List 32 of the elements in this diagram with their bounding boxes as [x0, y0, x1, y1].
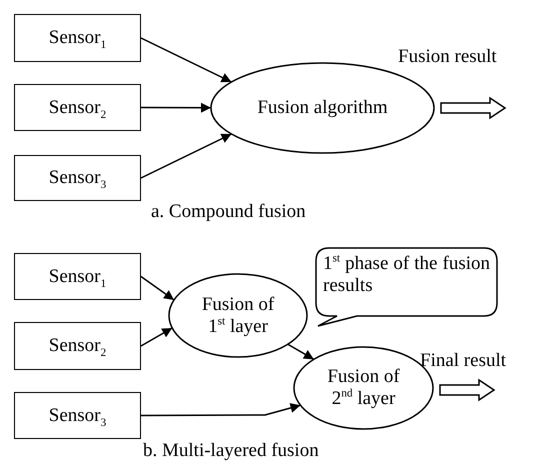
- edge-label: Final result: [420, 350, 506, 372]
- sensor-label: Sensor$_{1}$: [48, 27, 106, 49]
- sensor-label: Sensor$_{1}$: [48, 266, 106, 288]
- node-label: Fusion of 2$^{nd}$ layer: [326, 366, 401, 410]
- arrow: [141, 403, 301, 416]
- sensor-box: [14, 155, 141, 201]
- sensor-label: Sensor$_{3}$: [48, 167, 106, 189]
- sensor-label: Sensor$_{3}$: [48, 404, 106, 426]
- edge-label: Fusion result: [398, 46, 497, 68]
- caption: b. Multi-layered fusion: [143, 440, 319, 462]
- sensor-box: [14, 253, 141, 300]
- arrow: [140, 37, 232, 83]
- arrow: [140, 276, 174, 301]
- sensor-label: Sensor$_{2}$: [48, 96, 106, 118]
- callout-text: 1$^{st}$ phase of the fusion results: [323, 253, 490, 297]
- sensor-label: Sensor$_{2}$: [48, 335, 106, 357]
- caption: a. Compound fusion: [151, 201, 306, 223]
- arrow: [287, 344, 314, 360]
- sensor-box: [14, 84, 141, 131]
- fusion-ellipse: [210, 62, 435, 154]
- arrow: [140, 327, 173, 347]
- hollow-arrow: [440, 96, 506, 120]
- arrow: [140, 133, 232, 179]
- arrow: [141, 102, 211, 113]
- callout-bubble: [315, 247, 498, 329]
- node-label: Fusion algorithm: [257, 97, 388, 119]
- fusion-ellipse: [168, 273, 308, 358]
- sensor-box: [14, 322, 141, 370]
- node-label: Fusion of 1$^{st}$ layer: [200, 294, 276, 338]
- sensor-box: [14, 392, 141, 439]
- hollow-arrow: [439, 378, 496, 402]
- sensor-box: [14, 14, 141, 62]
